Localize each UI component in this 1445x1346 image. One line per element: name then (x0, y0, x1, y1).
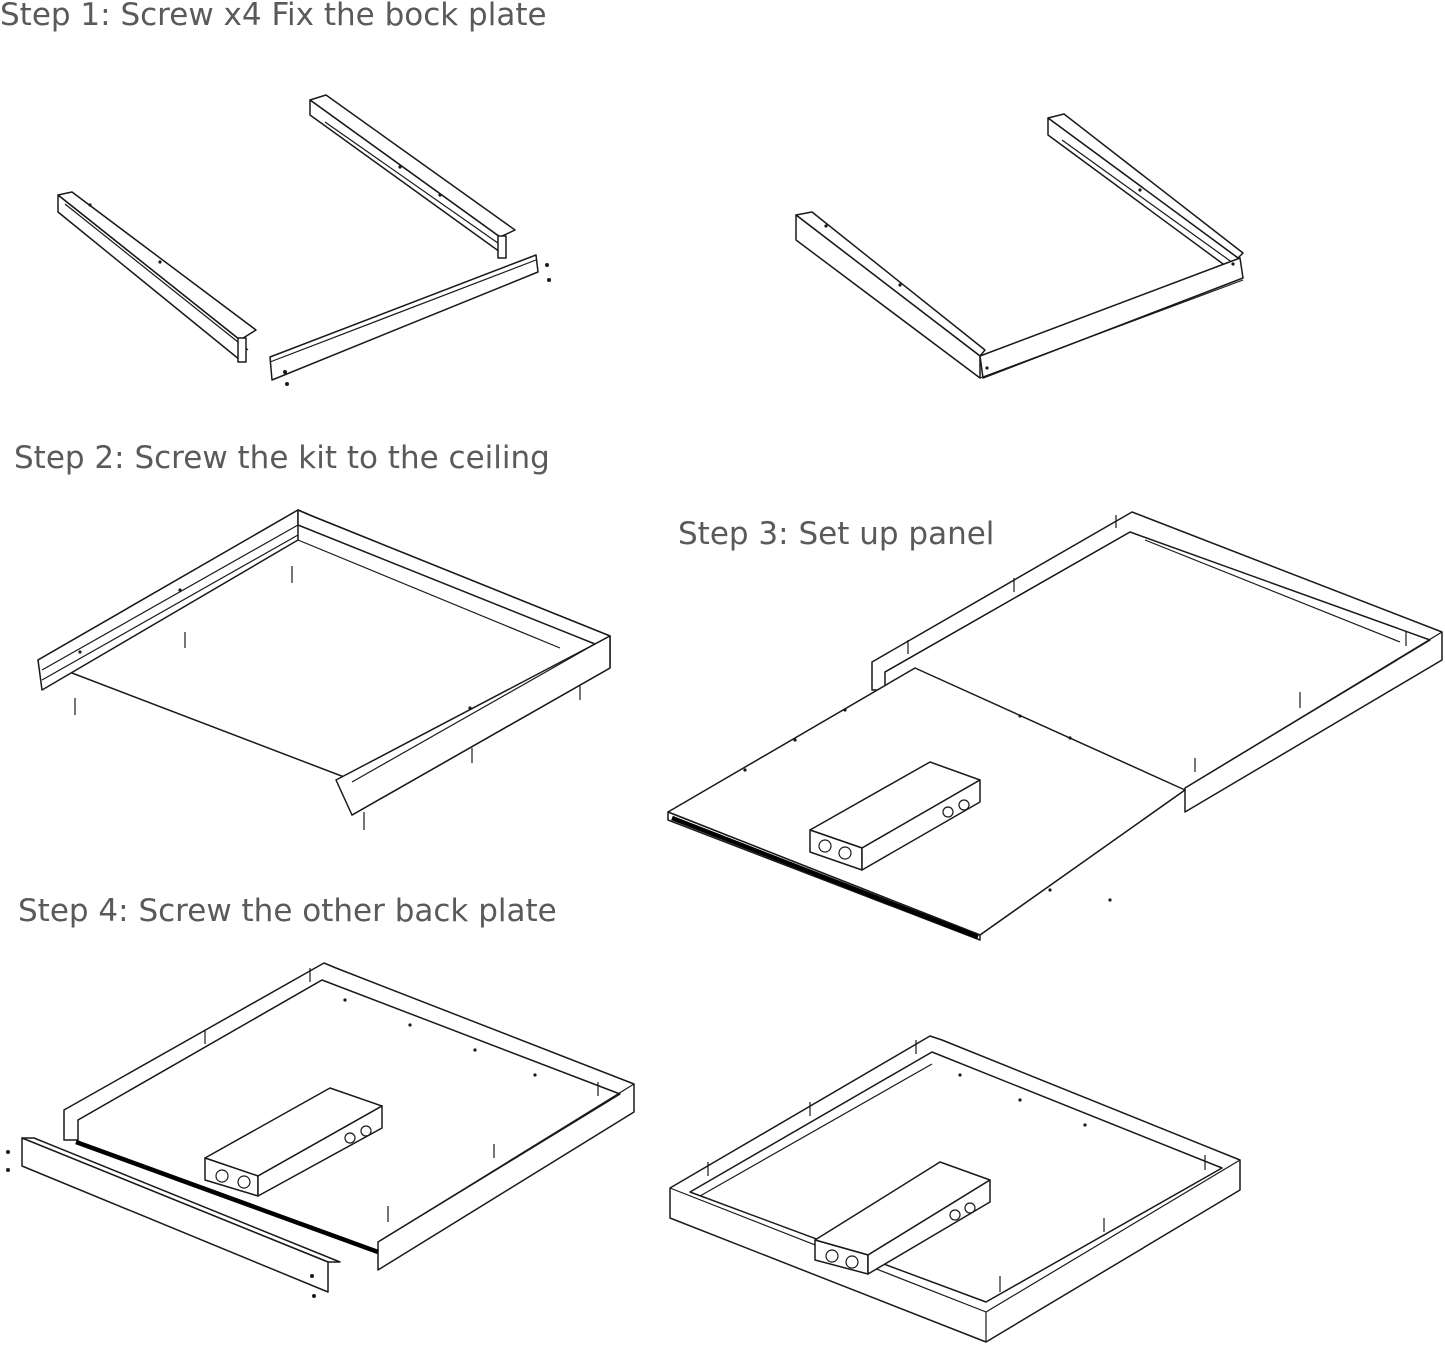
step-2-title: Step 2: Screw the kit to the ceiling (14, 440, 550, 476)
step-4-assembled-illustration (669, 1035, 1241, 1343)
step-1-assembled-illustration (795, 113, 1244, 379)
step-1-title: Step 1: Screw x4 Fix the bock plate (0, 0, 547, 33)
step-4-title: Step 4: Screw the other back plate (18, 893, 557, 929)
step-1-exploded-illustration (57, 94, 551, 386)
step-3-title: Step 3: Set up panel (678, 516, 995, 552)
step-3-illustration (667, 511, 1443, 941)
step-4-exploded-illustration (6, 962, 635, 1298)
step-2-illustration (37, 509, 611, 830)
